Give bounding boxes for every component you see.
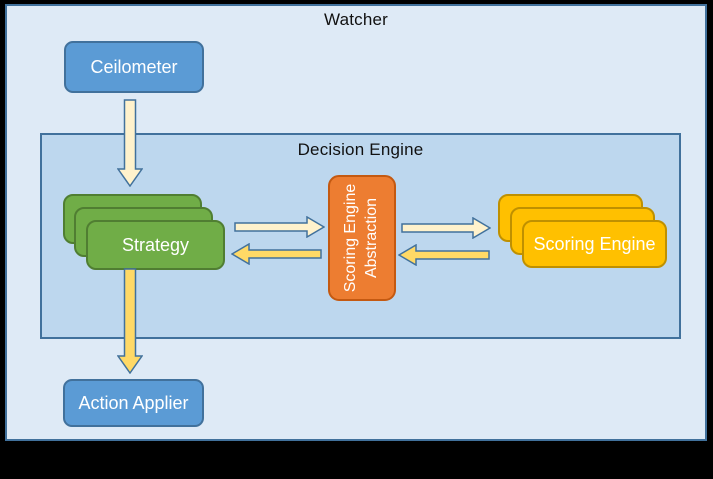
strategy-stack: Strategy xyxy=(63,194,225,270)
watcher-container: Watcher Ceilometer Decision Engine Strat… xyxy=(5,4,707,441)
arrow-abstraction-to-strategy-icon xyxy=(231,243,322,265)
arrow-ceilometer-to-strategy-icon xyxy=(117,99,143,187)
node-scoring-engine-abstraction: Scoring Engine Abstraction xyxy=(328,175,396,301)
arrow-strategy-to-action-applier-icon xyxy=(117,268,143,374)
arrow-abstraction-to-scoring-engine-icon xyxy=(401,217,491,239)
decision-engine-title: Decision Engine xyxy=(297,140,424,159)
scoring-engine-label: Scoring Engine xyxy=(533,233,656,254)
scoring-engine-card-front: Scoring Engine xyxy=(522,220,667,268)
watcher-title: Watcher xyxy=(323,10,389,29)
scoring-engine-stack: Scoring Engine xyxy=(498,194,667,268)
decision-engine-container: Decision Engine Strategy Scoring Engine … xyxy=(40,133,681,339)
node-action-applier: Action Applier xyxy=(63,379,204,427)
arrow-strategy-to-abstraction-icon xyxy=(234,216,325,238)
scoring-engine-abstraction-label: Scoring Engine Abstraction xyxy=(342,183,380,293)
arrow-scoring-engine-to-abstraction-icon xyxy=(398,244,490,266)
ceilometer-label: Ceilometer xyxy=(90,56,178,77)
node-ceilometer: Ceilometer xyxy=(64,41,204,93)
strategy-card-front: Strategy xyxy=(86,220,225,270)
action-applier-label: Action Applier xyxy=(78,392,189,413)
strategy-label: Strategy xyxy=(121,234,190,255)
